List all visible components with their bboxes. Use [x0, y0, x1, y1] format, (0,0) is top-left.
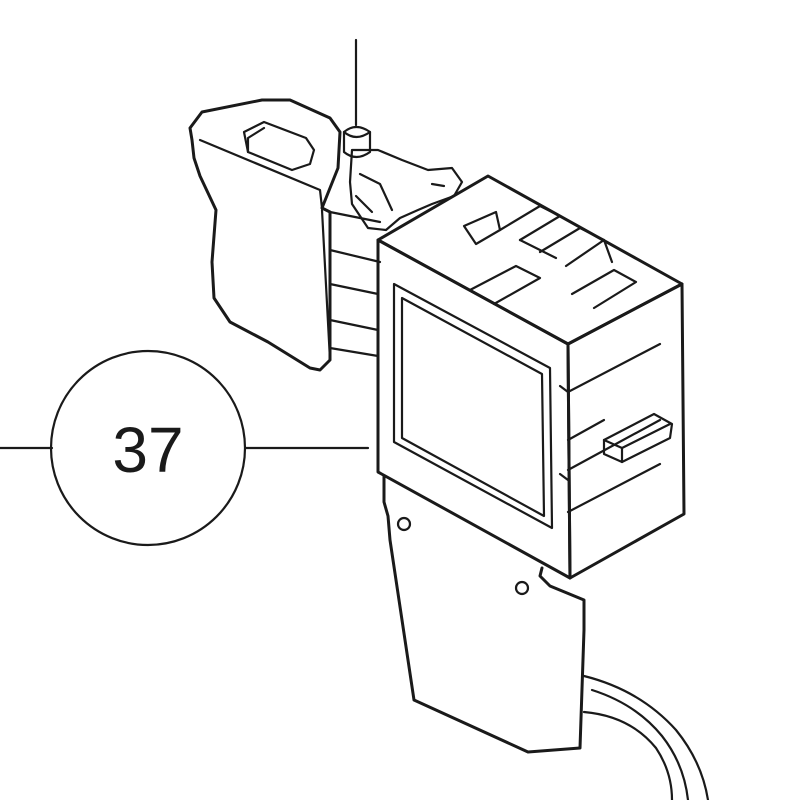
wire-lead [582, 674, 710, 800]
callout-bubble[interactable]: 37 [49, 349, 247, 547]
trigger-switch-icon [188, 38, 710, 800]
lock-button [342, 125, 372, 159]
switch-box-top [376, 174, 684, 346]
reversing-lever [348, 148, 464, 232]
trigger [188, 98, 342, 372]
callout-circle [49, 349, 247, 547]
switch-window [392, 282, 554, 530]
trigger-button [242, 120, 316, 172]
callout-number: 37 [112, 414, 183, 486]
terminal-plate [382, 474, 586, 754]
switch-box-side [566, 282, 686, 580]
side-tab [602, 412, 674, 464]
